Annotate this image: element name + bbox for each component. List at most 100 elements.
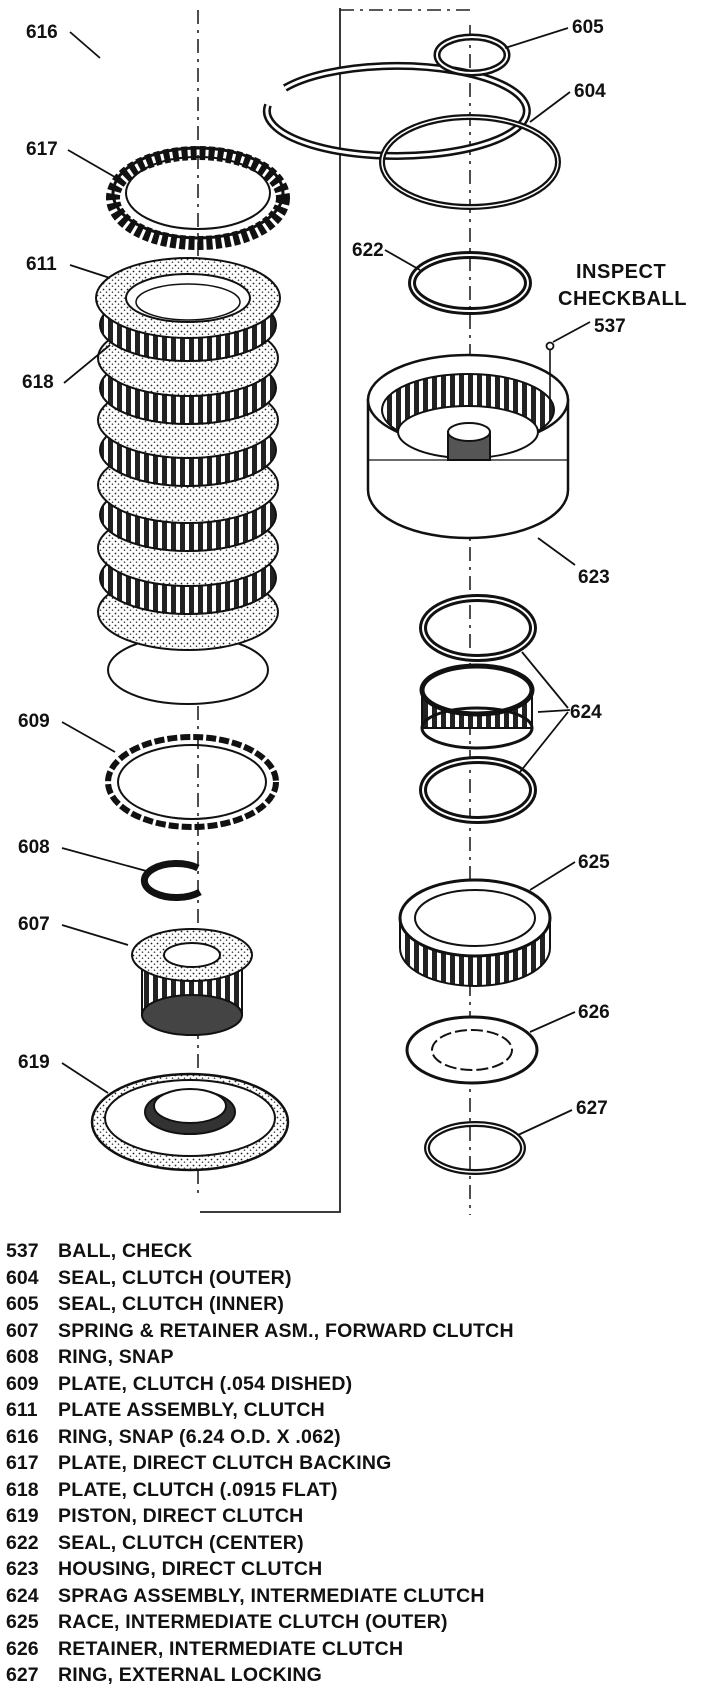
leader-622 (384, 249, 421, 271)
leader-623 (537, 537, 576, 566)
callout-607: 607 (18, 914, 50, 935)
legend-number: 619 (6, 1505, 39, 1527)
legend-number: 607 (6, 1319, 39, 1342)
callout-611: 611 (26, 254, 57, 275)
part-609-dished-plate (105, 734, 279, 830)
part-611-618-clutch-plate-stack (95, 257, 281, 705)
leader-605 (504, 27, 569, 49)
legend-description: PLATE ASSEMBLY, CLUTCH (58, 1399, 325, 1421)
legend-description: PISTON, DIRECT CLUTCH (58, 1505, 304, 1527)
leader-609 (61, 721, 116, 753)
leader-607 (61, 924, 129, 946)
legend-description: SEAL, CLUTCH (CENTER) (58, 1531, 304, 1554)
callout-626: 626 (578, 1002, 610, 1023)
legend-row: 607 SPRING & RETAINER ASM., FORWARD CLUTC… (6, 1318, 696, 1345)
callout-625: 625 (578, 852, 610, 873)
legend-number: 627 (6, 1664, 39, 1686)
legend-description: RING, SNAP (6.24 O.D. X .062) (58, 1425, 341, 1448)
legend-number: 605 (6, 1293, 39, 1315)
part-627-locking-ring (424, 1121, 526, 1175)
legend-number: 611 (6, 1399, 38, 1421)
legend-row: 624 SPRAG ASSEMBLY, INTERMEDIATE CLUTCH (6, 1583, 696, 1610)
legend-description: RACE, INTERMEDIATE CLUTCH (OUTER) (58, 1611, 448, 1633)
legend-row: 618 PLATE, CLUTCH (.0915 FLAT) (6, 1477, 696, 1504)
checkball-537 (545, 321, 591, 400)
leader-608 (61, 847, 151, 873)
callout-622: 622 (352, 240, 384, 261)
legend-number: 625 (6, 1611, 39, 1633)
callout-609: 609 (18, 711, 50, 732)
legend-number: 624 (6, 1584, 39, 1607)
exploded-parts-diagram: 616 617 611 618 609 608 607 619 605 604 … (18, 8, 687, 1215)
legend-description: SPRING & RETAINER ASM., FORWARD CLUTCH (58, 1319, 514, 1342)
legend-number: 617 (6, 1452, 39, 1474)
part-624-sprag-assembly (419, 594, 537, 824)
legend-description: BALL, CHECK (58, 1240, 193, 1262)
legend-number: 618 (6, 1478, 39, 1501)
legend-number: 623 (6, 1558, 39, 1580)
legend-description: SPRAG ASSEMBLY, INTERMEDIATE CLUTCH (58, 1584, 485, 1607)
legend-row: 611 PLATE ASSEMBLY, CLUTCH (6, 1397, 696, 1424)
inspect-checkball-note-line2: CHECKBALL (558, 288, 687, 310)
part-608-snap-ring (140, 860, 202, 902)
callout-618: 618 (22, 372, 54, 393)
part-604-outer-seal (379, 114, 561, 210)
legend-row: 626 RETAINER, INTERMEDIATE CLUTCH (6, 1636, 696, 1663)
leader-626 (529, 1011, 576, 1033)
leader-616 (69, 31, 101, 59)
legend-row: 619 PISTON, DIRECT CLUTCH (6, 1503, 696, 1530)
legend-description: RING, EXTERNAL LOCKING (58, 1664, 323, 1686)
leader-618 (63, 344, 111, 384)
leader-625 (529, 861, 576, 891)
legend-description: PLATE, CLUTCH (.054 DISHED) (58, 1372, 353, 1395)
callout-619: 619 (18, 1052, 50, 1073)
callout-604: 604 (574, 81, 606, 102)
legend-number: 604 (6, 1266, 39, 1289)
part-626-retainer (405, 1015, 539, 1085)
parts-legend: 537 BALL, CHECK 604 SEAL, CLUTCH (OUTER) 6… (6, 1238, 696, 1689)
legend-number: 608 (6, 1346, 39, 1368)
part-619-piston (90, 1072, 290, 1172)
legend-row: 537 BALL, CHECK (6, 1238, 696, 1265)
part-605-inner-seal (433, 33, 511, 77)
legend-description: SEAL, CLUTCH (OUTER) (58, 1266, 292, 1289)
legend-description: PLATE, DIRECT CLUTCH BACKING (58, 1452, 392, 1474)
callout-623: 623 (578, 567, 610, 588)
part-625-outer-race (398, 878, 552, 987)
legend-description: RING, SNAP (58, 1346, 174, 1368)
legend-number: 626 (6, 1637, 39, 1660)
callout-617: 617 (26, 139, 58, 160)
legend-row: 609 PLATE, CLUTCH (.054 DISHED) (6, 1371, 696, 1398)
legend-number: 609 (6, 1372, 39, 1395)
legend-row: 616 RING, SNAP (6.24 O.D. X .062) (6, 1424, 696, 1451)
leader-604 (529, 91, 571, 123)
legend-description: HOUSING, DIRECT CLUTCH (58, 1558, 323, 1580)
legend-description: PLATE, CLUTCH (.0915 FLAT) (58, 1478, 338, 1501)
legend-row: 604 SEAL, CLUTCH (OUTER) (6, 1265, 696, 1292)
legend-description: RETAINER, INTERMEDIATE CLUTCH (58, 1637, 404, 1660)
part-622-center-seal (408, 251, 532, 315)
part-616-snap-ring (262, 61, 531, 160)
legend-row: 627 RING, EXTERNAL LOCKING (6, 1662, 696, 1689)
callout-608: 608 (18, 837, 50, 858)
inspect-checkball-note-line1: INSPECT (576, 261, 666, 283)
legend-row: 608 RING, SNAP (6, 1344, 696, 1371)
callout-616: 616 (26, 22, 58, 43)
leader-617 (67, 149, 121, 181)
callout-624: 624 (570, 702, 602, 723)
leader-619 (61, 1062, 109, 1094)
part-623-direct-clutch-housing (366, 353, 570, 540)
callout-537: 537 (594, 316, 626, 337)
legend-row: 605 SEAL, CLUTCH (INNER) (6, 1291, 696, 1318)
leader-624 (519, 651, 571, 773)
legend-description: SEAL, CLUTCH (INNER) (58, 1293, 285, 1315)
leader-627 (517, 1109, 573, 1136)
legend-number: 616 (6, 1425, 39, 1448)
leader-611 (69, 264, 111, 279)
part-607-spring-retainer (131, 928, 253, 1036)
legend-row: 625 RACE, INTERMEDIATE CLUTCH (OUTER) (6, 1609, 696, 1636)
legend-number: 537 (6, 1240, 39, 1262)
callout-627: 627 (576, 1098, 608, 1119)
callout-605: 605 (572, 17, 604, 38)
